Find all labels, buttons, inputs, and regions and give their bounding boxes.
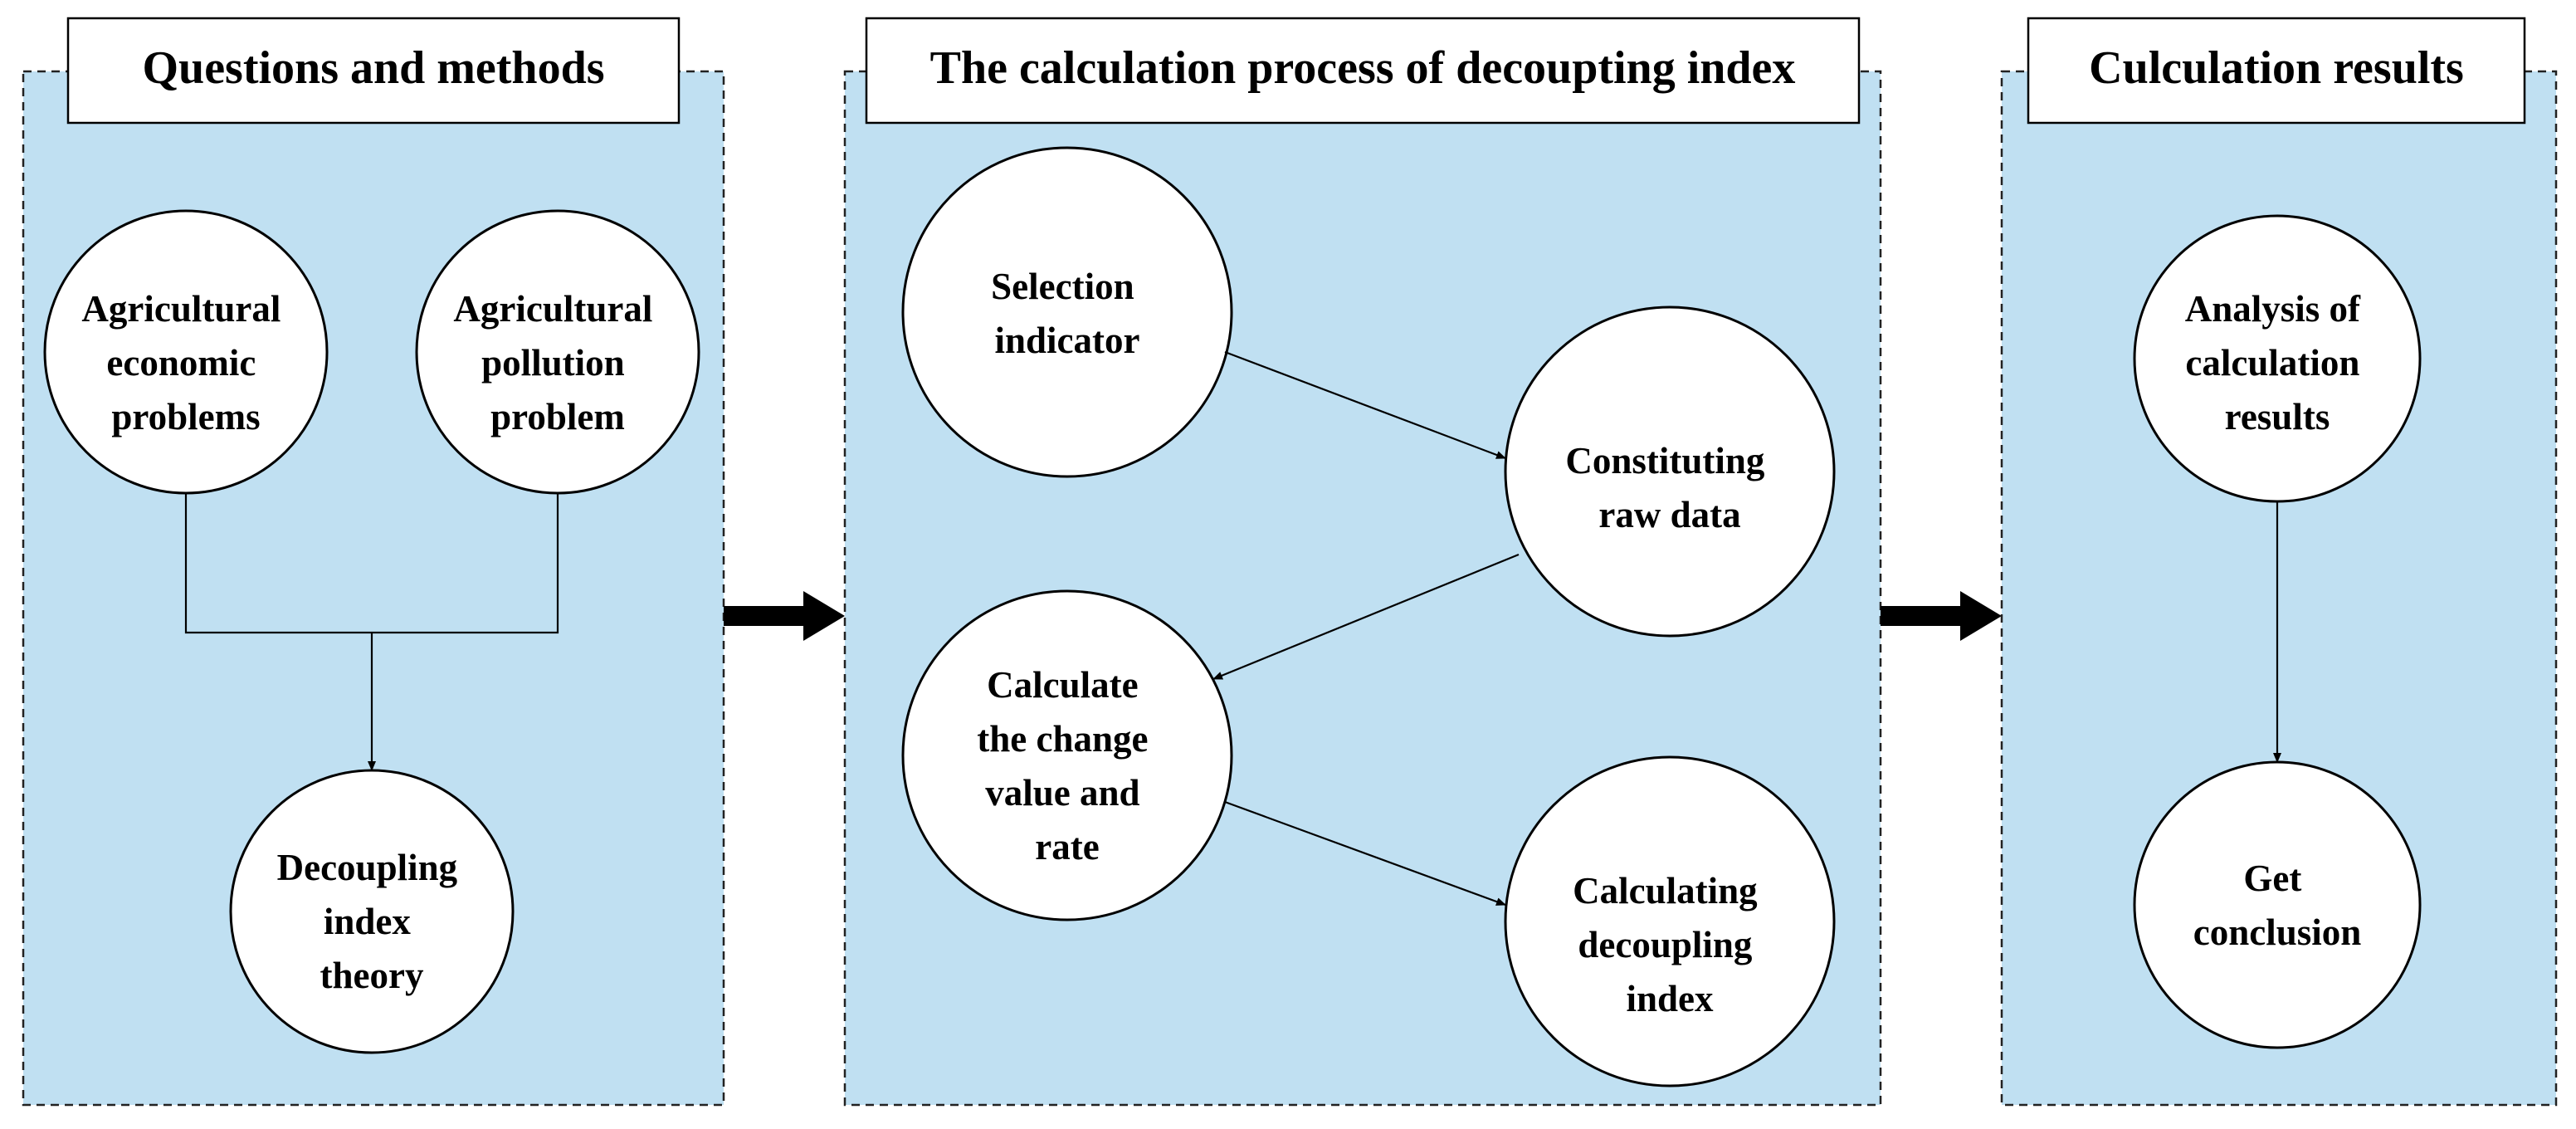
node-label-line: rate bbox=[1035, 826, 1099, 868]
flow-arrow-right bbox=[724, 591, 845, 641]
node-label: Agricultural pollution problem bbox=[453, 288, 661, 437]
node-label-line: theory bbox=[320, 955, 424, 996]
node-label: Decoupling index theory bbox=[277, 847, 467, 996]
node-calculate-change-value-and-rate: Calculate the change value and rate bbox=[901, 589, 1233, 921]
node-label-line: problem bbox=[490, 396, 625, 437]
node-label: Selection indicator bbox=[991, 266, 1144, 361]
node-circle bbox=[1504, 755, 1836, 1087]
node-label-line: results bbox=[2225, 396, 2330, 437]
node-selection-indicator: Selection indicator bbox=[901, 146, 1233, 478]
node-label-line: raw data bbox=[1598, 494, 1740, 535]
connector-arrow bbox=[1224, 800, 1506, 907]
connector-arrow bbox=[1224, 350, 1506, 460]
node-label: Agricultural economic problems bbox=[81, 288, 290, 437]
node-label: Calculate the change value and rate bbox=[977, 664, 1158, 868]
node-label-line: the change bbox=[977, 718, 1148, 760]
node-label-line: economic bbox=[106, 342, 256, 384]
connector-arrow bbox=[1212, 553, 1520, 681]
panel-calculation-process: The calculation process of decoupting in… bbox=[843, 17, 1882, 1107]
node-constituting-raw-data: Constituting raw data bbox=[1504, 305, 1836, 638]
node-analysis-of-calculation-results: Analysis of calculation results bbox=[2133, 214, 2422, 503]
node-label-line: Calculate bbox=[987, 664, 1138, 706]
node-label-line: Agricultural bbox=[81, 288, 281, 330]
node-circle bbox=[901, 589, 1233, 921]
node-label-line: pollution bbox=[481, 342, 625, 384]
node-label-line: calculation bbox=[2185, 342, 2359, 384]
node-decoupling-index-theory: Decoupling index theory bbox=[229, 769, 515, 1054]
node-label-line: Agricultural bbox=[453, 288, 652, 330]
node-calculating-decoupling-index: Calculating decoupling index bbox=[1504, 755, 1836, 1087]
node-label: Constituting raw data bbox=[1565, 440, 1773, 535]
node-circle bbox=[2133, 760, 2422, 1049]
node-label: Analysis of calculation results bbox=[2185, 288, 2370, 437]
node-get-conclusion: Get conclusion bbox=[2133, 760, 2422, 1049]
node-label-line: value and bbox=[985, 772, 1139, 814]
panel-title: Questions and methods bbox=[142, 42, 604, 94]
panel-title: Culculation results bbox=[2089, 42, 2464, 94]
node-label-line: Calculating bbox=[1573, 870, 1758, 912]
node-label-line: Selection bbox=[991, 266, 1134, 307]
node-label: Get conclusion bbox=[2193, 858, 2362, 953]
node-agricultural-pollution-problem: Agricultural pollution problem bbox=[415, 209, 700, 495]
panel-title-box bbox=[2027, 17, 2526, 125]
node-label-line: problems bbox=[111, 396, 260, 437]
node-label-line: Decoupling bbox=[277, 847, 458, 888]
node-agricultural-economic-problems: Agricultural economic problems bbox=[43, 209, 329, 495]
panel-title: The calculation process of decoupting in… bbox=[930, 42, 1796, 94]
node-label-line: indicator bbox=[995, 320, 1140, 361]
node-label-line: decoupling bbox=[1578, 924, 1753, 965]
panel-title-box bbox=[865, 17, 1861, 125]
flow-arrow-right bbox=[1881, 591, 2002, 641]
node-circle bbox=[901, 146, 1233, 478]
panel-calculation-results: Culculation results Analysis of calculat… bbox=[2000, 17, 2558, 1107]
node-circle bbox=[1504, 305, 1836, 638]
node-label: Calculating decoupling index bbox=[1573, 870, 1767, 1019]
node-label-line: Constituting bbox=[1565, 440, 1765, 481]
node-label-line: index bbox=[1626, 978, 1714, 1019]
panel-title-box bbox=[66, 17, 681, 125]
node-label-line: conclusion bbox=[2193, 912, 2362, 953]
node-label-line: Analysis of bbox=[2185, 288, 2361, 330]
panel-questions-and-methods: Questions and methods Agricultural econo… bbox=[22, 17, 725, 1107]
node-label-line: Get bbox=[2243, 858, 2301, 899]
node-label-line: index bbox=[324, 901, 412, 942]
